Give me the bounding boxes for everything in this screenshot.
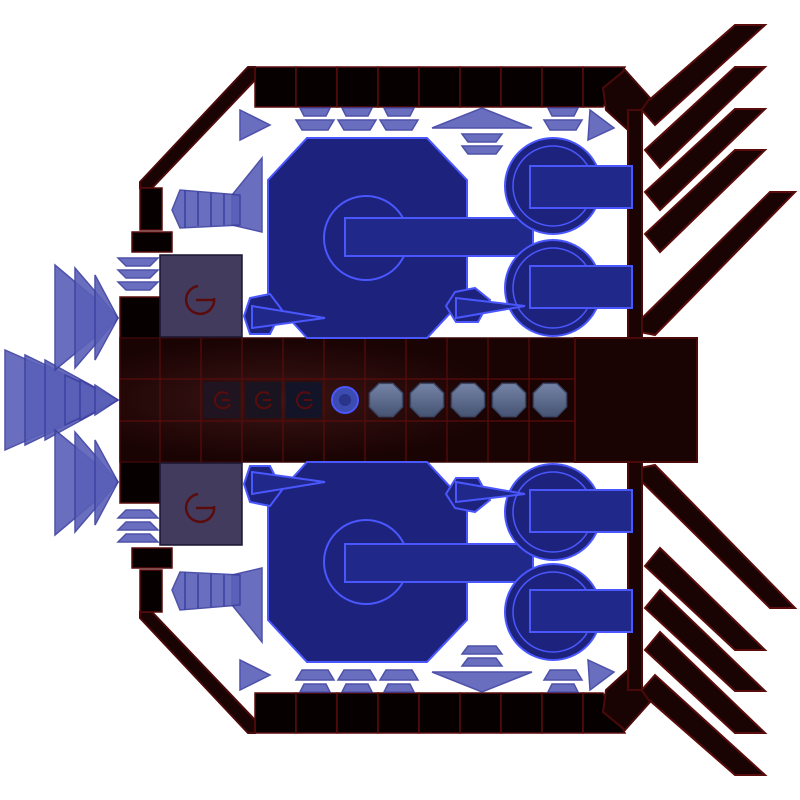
strut: [627, 463, 798, 609]
strut: [643, 546, 768, 651]
lower-power-module: [159, 462, 243, 546]
hull-left-post-top: [139, 187, 163, 231]
hull-left-cap-top: [131, 231, 173, 253]
missile-pod: [409, 382, 445, 418]
strut: [638, 24, 768, 127]
gear-icon: [331, 386, 359, 414]
power-icon: [213, 391, 231, 410]
missile-pod: [491, 382, 527, 418]
small-turret-lower-left: [242, 465, 326, 508]
bottom-vents: [239, 645, 616, 693]
strut: [643, 630, 768, 734]
hull-frame: [131, 66, 652, 734]
lower-main-turret: [267, 461, 534, 663]
struts-upper: [627, 24, 798, 337]
missile-pod: [368, 382, 404, 418]
hull-bottom-row: [254, 692, 627, 734]
missile-rack: [368, 382, 568, 418]
missile-pod: [450, 382, 486, 418]
power-icon: [184, 492, 216, 524]
small-turret-upper-left: [242, 292, 326, 335]
strut: [643, 66, 768, 170]
hull-left-cap-bottom: [131, 547, 173, 569]
small-turret-lower-mid: [444, 477, 526, 514]
rear-thrusters: [4, 155, 263, 645]
missile-pod: [532, 382, 568, 418]
upper-right-gun-1: [504, 137, 633, 235]
hull-left-post-bottom: [139, 569, 163, 613]
hull-bottom-left-diagonal: [139, 611, 256, 734]
strut: [643, 588, 768, 692]
central-spine: [119, 296, 698, 504]
top-vents: [239, 107, 616, 155]
upper-main-turret: [267, 137, 534, 339]
power-icon: [254, 391, 272, 410]
struts-lower: [627, 463, 798, 776]
small-turret-upper-mid: [444, 286, 526, 323]
upper-right-gun-2: [504, 239, 633, 337]
power-icon: [295, 391, 313, 410]
lower-right-gun-1: [504, 463, 633, 561]
hull-top-left-diagonal: [139, 66, 256, 189]
power-icon: [184, 284, 216, 316]
strut: [643, 149, 768, 254]
upper-power-module: [159, 254, 243, 338]
spine-icons: [204, 382, 359, 418]
strut: [638, 673, 768, 776]
hull-top-row: [254, 66, 627, 108]
lower-right-gun-2: [504, 563, 633, 661]
strut: [627, 191, 798, 337]
strut: [643, 108, 768, 212]
